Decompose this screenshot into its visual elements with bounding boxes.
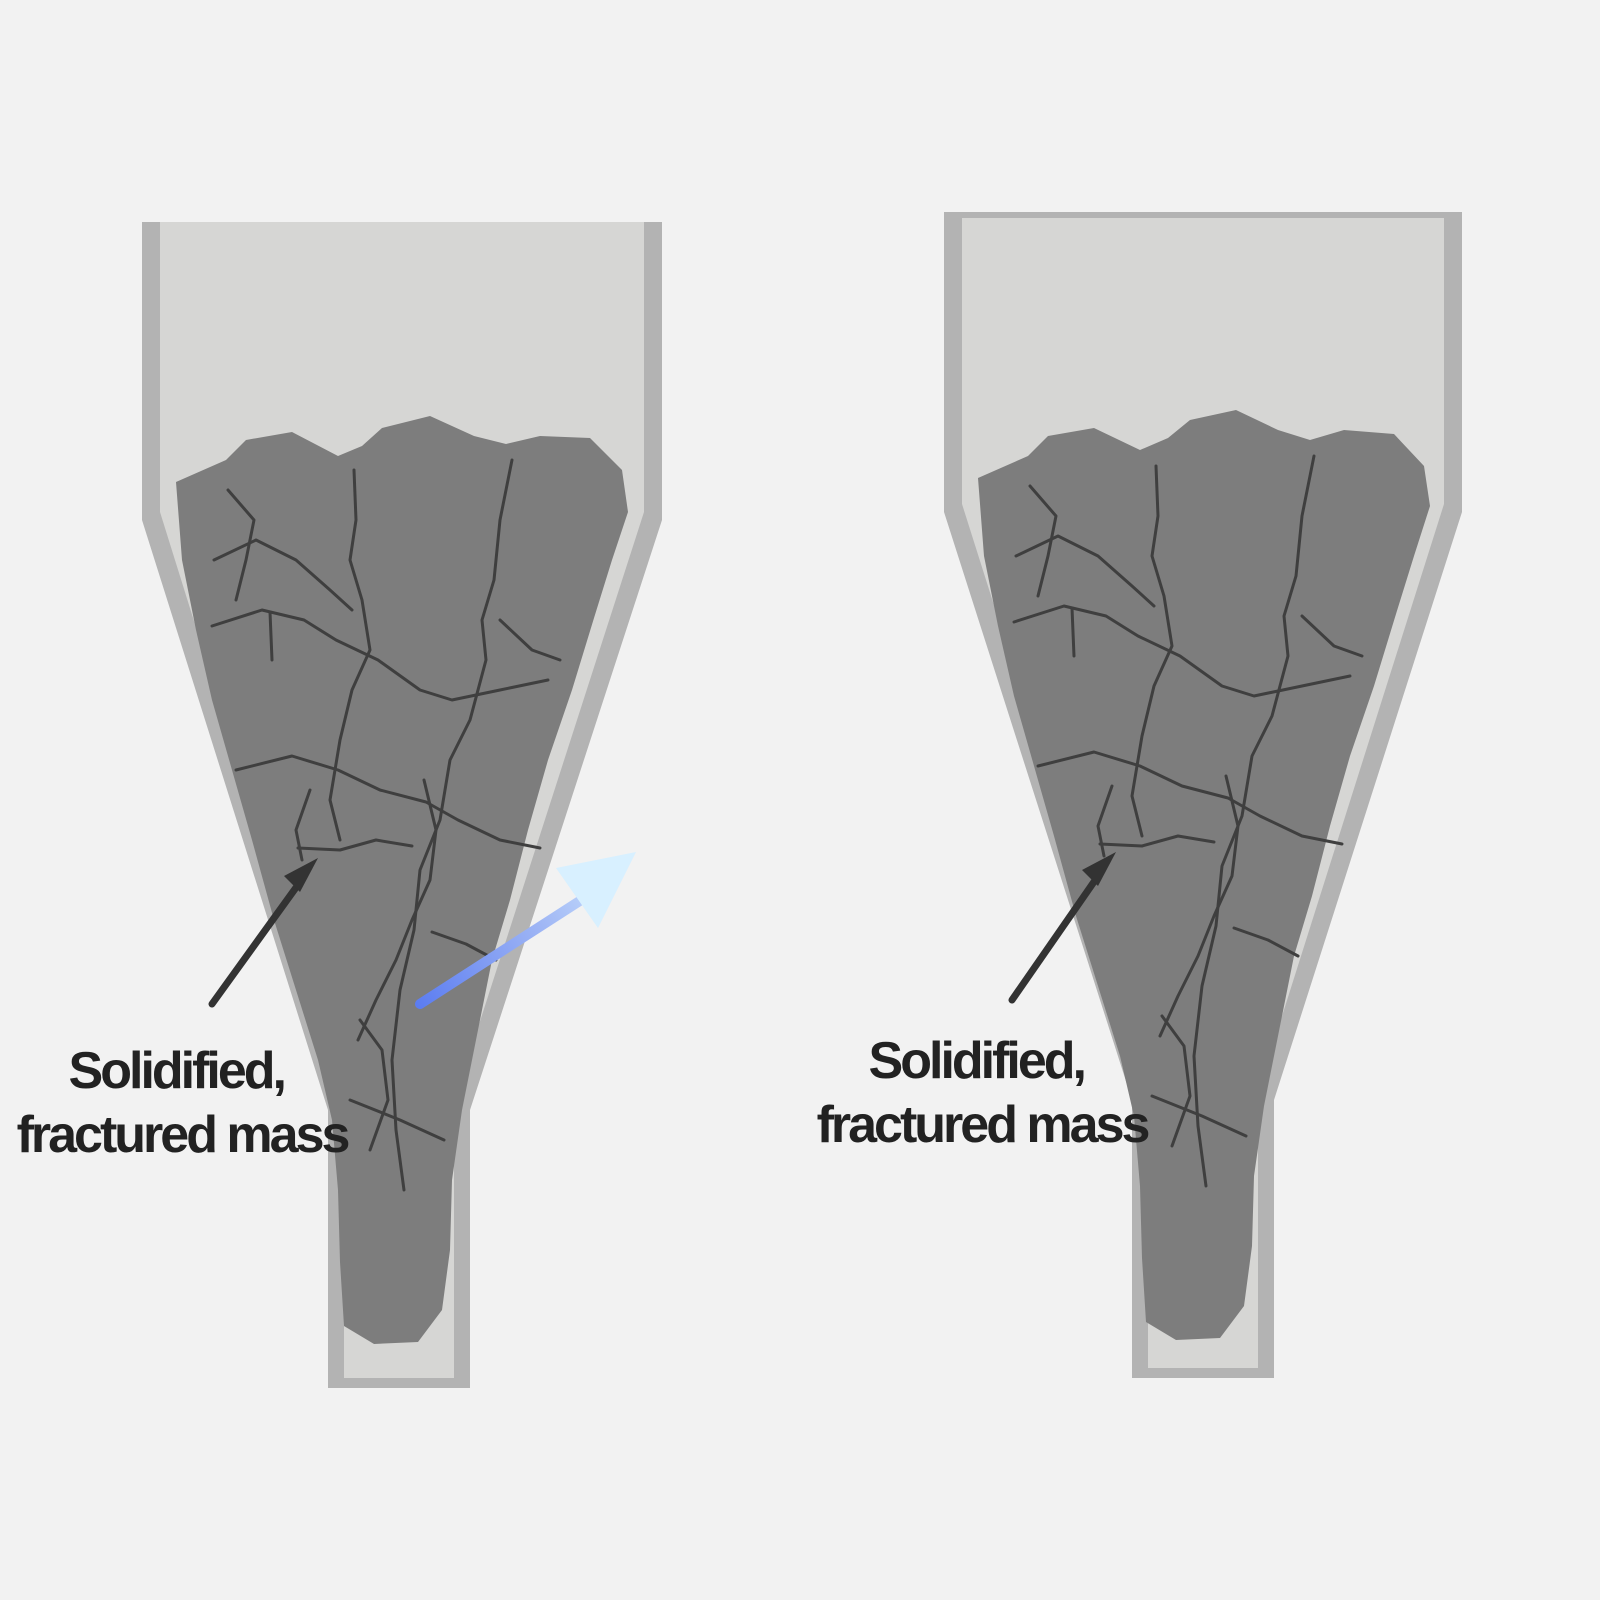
label-leader-left xyxy=(208,858,318,1008)
crack-lines-right xyxy=(1012,454,1364,1188)
crack-lines-left xyxy=(210,458,562,1192)
hopper-rim-right xyxy=(944,212,1462,218)
solid-mass-right xyxy=(978,410,1430,1340)
label-left-line-1: Solidified, xyxy=(69,1042,284,1100)
hopper-right: Solidified, fractured mass xyxy=(817,212,1462,1378)
label-right-line-2: fractured mass xyxy=(817,1096,1149,1154)
solid-mass-left xyxy=(176,416,628,1344)
label-right: Solidified, fractured mass xyxy=(817,1032,1149,1154)
highlight-arrow xyxy=(415,852,636,1009)
label-leader-right xyxy=(1008,852,1116,1004)
hopper-left: Solidified, fractured mass xyxy=(17,222,662,1388)
label-right-line-1: Solidified, xyxy=(869,1032,1084,1090)
label-left-line-2: fractured mass xyxy=(17,1106,349,1164)
label-left: Solidified, fractured mass xyxy=(17,1042,349,1164)
